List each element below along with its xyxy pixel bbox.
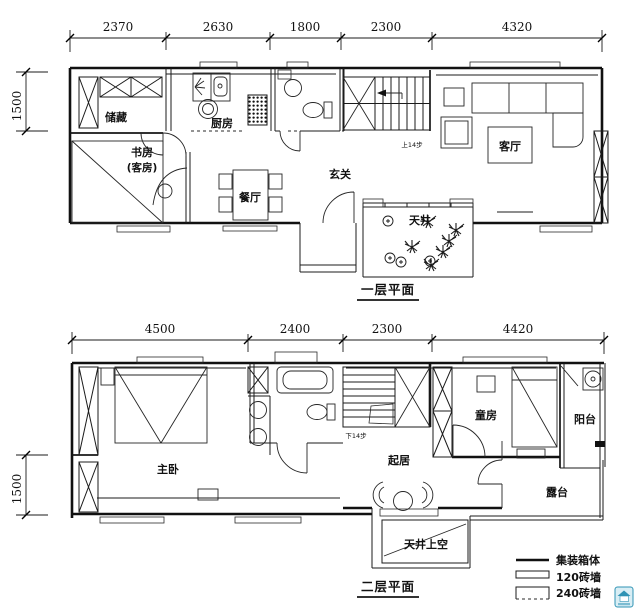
dim-2300: 2300 xyxy=(371,20,402,34)
side-table xyxy=(443,87,465,107)
kitchen-stove xyxy=(247,94,268,126)
room-label-terrace: 露台 xyxy=(546,485,568,499)
floor2-courtyard-void: 天井上空 xyxy=(371,508,471,569)
floor2-child-room: 童房 xyxy=(452,366,558,459)
terrace-door xyxy=(477,441,503,508)
coffee-table xyxy=(487,126,533,164)
floor1-kitchen: 厨房 xyxy=(191,72,344,132)
legend: 集装箱体 120砖墙 240砖墙 xyxy=(515,553,601,600)
floor1-entry: 玄关 xyxy=(322,167,533,224)
armchair xyxy=(421,481,434,509)
dim-4500: 4500 xyxy=(145,322,176,336)
sofa xyxy=(471,82,584,114)
dim-4320: 4320 xyxy=(502,20,533,34)
bathtub xyxy=(276,366,334,394)
floor2-top-dimensions: 4500 2400 2300 4420 xyxy=(67,322,609,354)
dim-2400: 2400 xyxy=(280,322,311,336)
bathroom2-sink xyxy=(249,428,267,446)
study-bed xyxy=(71,140,164,224)
floor1-courtyard: 天井 xyxy=(362,198,474,278)
room-label-child: 童房 xyxy=(475,408,497,422)
study-stool xyxy=(157,183,173,199)
child-desk xyxy=(476,375,496,393)
dim-2370: 2370 xyxy=(103,20,134,34)
room-label-guest: (客房) xyxy=(127,161,158,174)
floor2-title: 二层平面 xyxy=(361,579,415,594)
kitchen-sink-unit xyxy=(192,72,231,102)
floor2-terrace: 露台 xyxy=(546,485,568,499)
armchair xyxy=(372,481,385,509)
floor2-windows xyxy=(78,356,548,524)
room-label-dining: 餐厅 xyxy=(238,190,261,204)
floor2-stairs: 下14步 xyxy=(342,366,431,440)
floor2-master-bedroom: 主卧 xyxy=(100,366,219,501)
dim-1500-floor1: 1500 xyxy=(10,91,24,122)
floor1-stairs: 上14步 xyxy=(342,76,431,149)
bathroom2-sink xyxy=(249,401,267,419)
room-label-master: 主卧 xyxy=(157,462,179,476)
floor2-bathroom xyxy=(248,351,343,474)
floor2-plan: 4500 2400 2300 4420 1500 主卧 xyxy=(10,322,609,598)
room-label-balcony: 阳台 xyxy=(574,412,596,426)
house-watermark-icon xyxy=(614,586,634,608)
bathroom1-toilet xyxy=(302,102,324,118)
study-desk xyxy=(152,167,188,206)
stair-note-down: 下14步 xyxy=(345,432,367,440)
floor2-balcony: 阳台 xyxy=(560,365,604,426)
floor1-study-room: 书房 (客房) xyxy=(71,132,188,224)
floor2-walls xyxy=(70,361,606,521)
floor2-sitting-room: 起居 xyxy=(372,441,503,511)
dim-4420: 4420 xyxy=(503,322,534,336)
wall-corner-block xyxy=(595,441,605,447)
floor1-living-room: 客厅 xyxy=(440,82,584,164)
master-bed xyxy=(114,366,208,444)
floor1-bathroom xyxy=(275,69,340,152)
dim-2300: 2300 xyxy=(372,322,403,336)
legend-wall240-symbol xyxy=(515,586,550,599)
floor1-top-dimensions: 2370 2630 1800 2300 4320 xyxy=(65,20,607,52)
legend-label-wall120: 120砖墙 xyxy=(556,570,601,584)
room-label-courtyard: 天井 xyxy=(409,213,431,227)
room-label-kitchen: 厨房 xyxy=(211,116,233,130)
floor1-left-dimension: 1500 xyxy=(10,67,48,136)
room-label-study: 书房 xyxy=(131,145,153,159)
dining-table xyxy=(232,169,269,221)
room-label-storage: 储藏 xyxy=(105,110,127,124)
floor1-porch xyxy=(299,223,357,273)
room-label-entry: 玄关 xyxy=(329,167,351,181)
room-label-void: 天井上空 xyxy=(404,537,448,551)
kitchen-pot xyxy=(198,99,218,119)
washing-machine xyxy=(582,367,604,391)
legend-label-wall240: 240砖墙 xyxy=(556,586,601,600)
dim-1800: 1800 xyxy=(290,20,321,34)
child-bed xyxy=(511,366,558,448)
entry-door xyxy=(322,191,355,224)
floor1-dining: 餐厅 xyxy=(218,169,283,221)
stair-arrow xyxy=(377,89,386,97)
stair-note-up: 上14步 xyxy=(401,140,423,149)
floor1-plan: 2370 2630 1800 2300 4320 1500 储藏 xyxy=(10,20,609,301)
round-table xyxy=(393,491,413,511)
floor1-windows xyxy=(78,61,609,233)
dim-2630: 2630 xyxy=(203,20,234,34)
bathroom2-toilet xyxy=(306,404,328,420)
room-label-sitting: 起居 xyxy=(387,453,410,467)
legend-wall120-symbol xyxy=(515,570,550,579)
legend-label-container: 集装箱体 xyxy=(555,553,601,567)
floor1-title: 一层平面 xyxy=(361,282,415,297)
dresser xyxy=(197,488,219,501)
floor2-left-dimension: 1500 xyxy=(10,450,48,520)
room-label-living: 客厅 xyxy=(498,139,521,153)
dim-1500-floor2: 1500 xyxy=(10,474,24,505)
bathroom1-sink xyxy=(284,79,302,97)
